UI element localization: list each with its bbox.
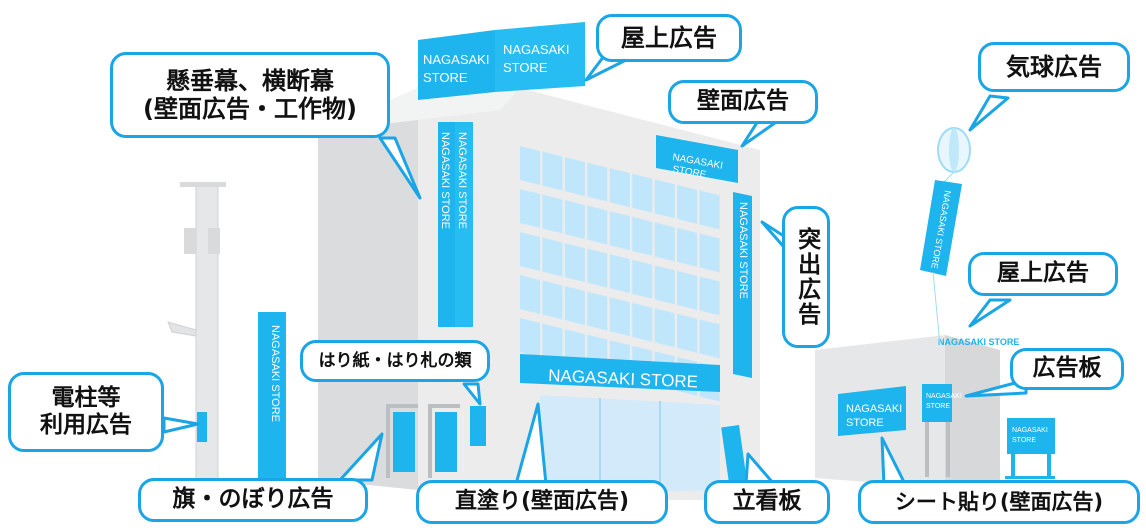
poster <box>470 406 486 446</box>
billboard-l1: NAGASAKI <box>926 393 962 400</box>
label-balloon-ad-text: 気球広告 <box>1006 52 1102 81</box>
banner-text-2: NAGASAKI STORE <box>456 132 468 229</box>
label-rooftop-ad-right-text: 屋上広告 <box>997 260 1089 287</box>
window-pane <box>520 232 541 271</box>
window-pane <box>632 173 653 213</box>
window-pane <box>542 194 563 234</box>
projecting-sign: NAGASAKI STORE <box>733 192 752 378</box>
wall-sign: NAGASAKI STORE <box>656 135 738 183</box>
rooftop-sign-small: NAGASAKI STORE <box>938 337 1019 347</box>
window-pane <box>654 308 675 348</box>
sheet-sign-l2: STORE <box>846 417 884 429</box>
window-pane <box>587 162 608 202</box>
label-painted-wall-ad: 直塗り(壁面広告) <box>416 480 668 524</box>
billboard-panel: NAGASAKI STORE <box>922 384 962 477</box>
window-pane <box>587 205 608 245</box>
panel-l2: STORE <box>1012 437 1036 444</box>
window-pane <box>520 275 541 314</box>
window-pane <box>542 151 563 191</box>
window-pane <box>587 248 608 288</box>
window-pane <box>677 184 698 224</box>
window-pane <box>632 259 653 299</box>
window-pane <box>564 157 585 197</box>
label-projecting-ad-text: 突出広告 <box>793 227 820 327</box>
label-standing-sign-text: 立看板 <box>732 488 802 515</box>
label-sheet-wall-ad-text: シート貼り(壁面広告) <box>894 489 1104 514</box>
window-pane <box>520 318 541 357</box>
window-pane <box>564 243 585 283</box>
label-rooftop-ad-right: 屋上広告 <box>968 252 1118 296</box>
window-pane <box>654 179 675 219</box>
standing-signboard <box>721 425 747 483</box>
label-sheet-wall-ad: シート貼り(壁面広告) <box>858 480 1140 524</box>
label-hanging-banner-line1: 懸垂幕、横断幕 <box>166 66 334 95</box>
advertising-balloon: NAGASAKI STORE <box>920 127 971 346</box>
window-pane <box>542 323 563 363</box>
label-standing-sign: 立看板 <box>704 480 830 524</box>
label-rooftop-ad-top: 屋上広告 <box>596 14 742 62</box>
label-balloon-ad: 気球広告 <box>978 42 1130 92</box>
window-pane <box>654 222 675 262</box>
window-pane <box>632 216 653 256</box>
tall-sign-text: NAGASAKI STORE <box>269 325 281 422</box>
panel-l1: NAGASAKI <box>1012 427 1048 434</box>
window-pane <box>699 190 720 230</box>
label-flag-ad: 旗・のぼり広告 <box>138 478 368 522</box>
window-pane <box>654 265 675 305</box>
small-building: NAGASAKI STORE NAGASAKI STORE <box>815 335 1019 488</box>
window-pane <box>677 313 698 353</box>
window-pane <box>587 291 608 331</box>
banner-text-1: NAGASAKI STORE <box>439 132 451 229</box>
tall-sign-left: NAGASAKI STORE <box>258 312 286 482</box>
roof-sign-l1: NAGASAKI <box>423 52 489 67</box>
label-projecting-ad: 突出広告 <box>782 206 830 348</box>
window-pane <box>609 254 630 294</box>
label-hanging-banner: 懸垂幕、横断幕 (壁面広告・工作物) <box>110 52 390 138</box>
sheet-sign <box>838 386 906 436</box>
window-pane <box>564 286 585 326</box>
label-posters: はり紙・はり札の類 <box>300 340 490 382</box>
roof-sign-l2: STORE <box>423 70 468 85</box>
label-flag-ad-text: 旗・のぼり広告 <box>172 486 334 513</box>
window-pane <box>699 276 720 316</box>
label-hanging-banner-line2: (壁面広告・工作物) <box>143 95 357 123</box>
sheet-sign-l1: NAGASAKI <box>846 403 902 415</box>
rooftop-sign-main: NAGASAKI STORE NAGASAKI STORE <box>418 22 585 100</box>
hanging-banners: NAGASAKI STORE NAGASAKI STORE <box>438 122 473 327</box>
pole-ad-sign <box>197 412 207 442</box>
window-pane <box>609 168 630 208</box>
window-pane <box>632 302 653 342</box>
window-pane <box>699 319 720 359</box>
projecting-sign-text: NAGASAKI STORE <box>737 202 749 299</box>
standing-panel: NAGASAKI STORE <box>1005 418 1055 479</box>
label-pole-ad: 電柱等 利用広告 <box>8 372 164 452</box>
entrance-glass <box>540 395 720 495</box>
window-pane <box>542 280 563 320</box>
window-pane <box>520 146 541 185</box>
window-pane <box>677 227 698 267</box>
label-painted-wall-ad-text: 直塗り(壁面広告) <box>454 489 630 515</box>
label-pole-ad-line1: 電柱等 <box>51 384 121 411</box>
window-pane <box>542 237 563 277</box>
painted-band: NAGASAKI STORE <box>520 354 720 392</box>
label-billboard-text: 広告板 <box>1032 355 1102 382</box>
flag-banners <box>386 404 460 478</box>
billboard-l2: STORE <box>926 403 950 410</box>
roof-sign-r2: STORE <box>503 60 548 75</box>
label-rooftop-ad-top-text: 屋上広告 <box>621 23 717 52</box>
label-pole-ad-line2: 利用広告 <box>40 412 132 438</box>
label-wall-ad-text: 壁面広告 <box>697 88 789 115</box>
utility-pole <box>167 182 226 481</box>
window-pane <box>564 200 585 240</box>
label-wall-ad: 壁面広告 <box>668 80 818 124</box>
label-posters-text: はり紙・はり札の類 <box>318 350 472 371</box>
window-pane <box>520 189 541 228</box>
window-pane <box>677 270 698 310</box>
roof-sign-r1: NAGASAKI <box>503 42 569 57</box>
label-billboard: 広告板 <box>1010 348 1124 390</box>
window-pane <box>699 233 720 273</box>
window-pane <box>609 211 630 251</box>
window-pane <box>609 297 630 337</box>
